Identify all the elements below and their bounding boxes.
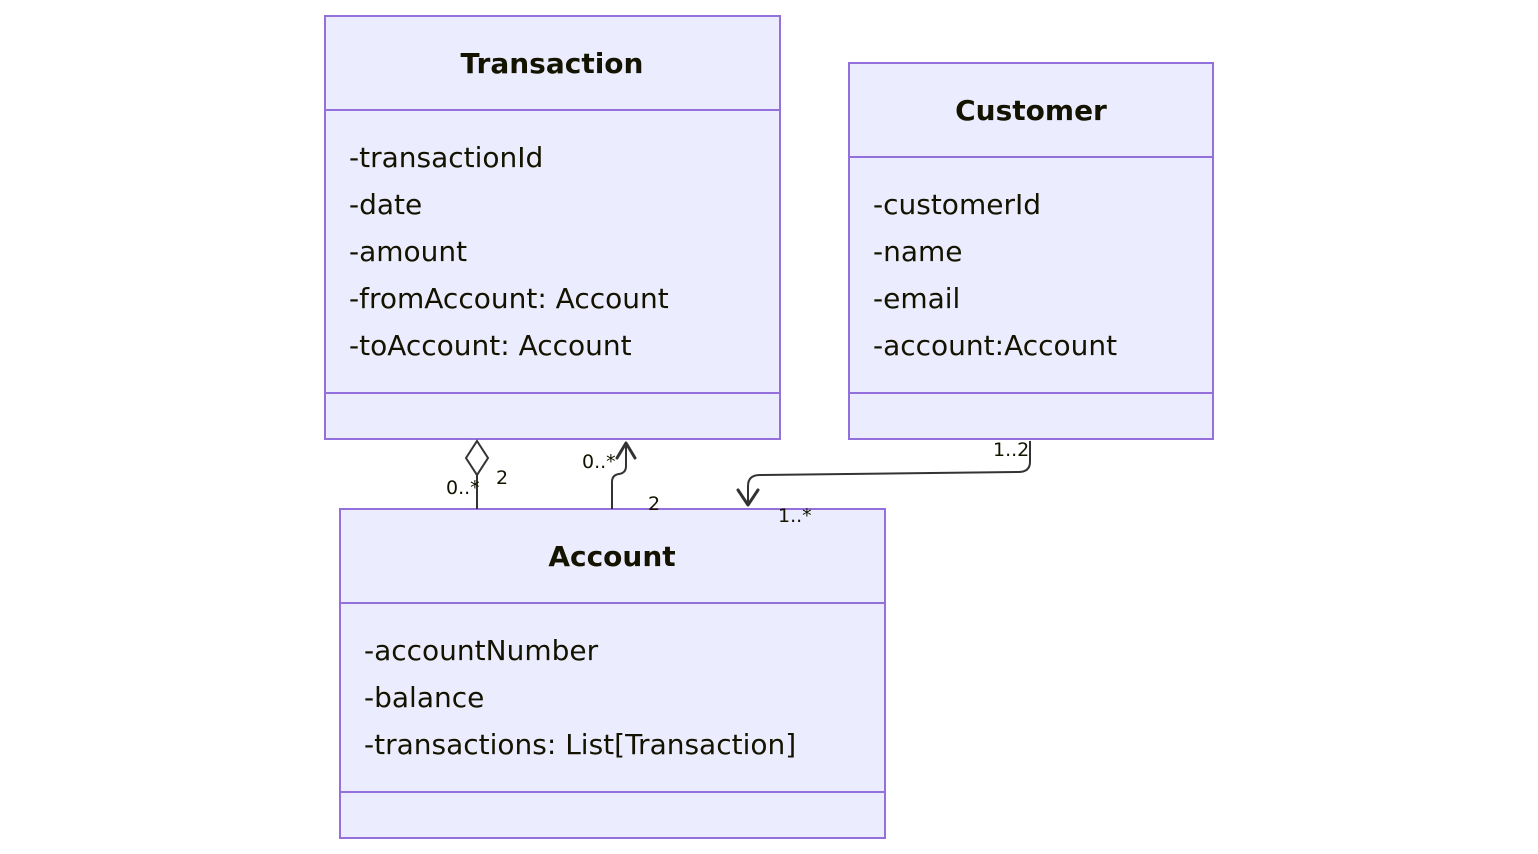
class-transaction[interactable]: Transaction -transactionId -date -amount… [324, 15, 781, 440]
class-transaction-attr-toaccount: -toAccount: Account [349, 329, 632, 362]
class-transaction-attr-fromaccount: -fromAccount: Account [349, 282, 669, 315]
association-line [747, 441, 1031, 505]
class-account-box [339, 508, 886, 839]
relation-aggregation-transaction-account[interactable]: 2 0..* [446, 439, 508, 509]
class-transaction-box [324, 15, 781, 440]
multiplicity-label: 1..2 [993, 439, 1029, 461]
class-transaction-name: Transaction [461, 47, 644, 80]
relation-association-account-transaction[interactable]: 0..* 2 [582, 441, 660, 515]
class-account-name: Account [548, 540, 675, 573]
class-account-attr-balance: -balance [364, 681, 484, 714]
class-account[interactable]: Account -accountNumber -balance -transac… [339, 508, 886, 839]
arrowhead-icon [736, 488, 760, 507]
class-transaction-attr-amount: -amount [349, 235, 467, 268]
class-account-attr-accountnumber: -accountNumber [364, 634, 599, 667]
class-customer-attr-email: -email [873, 282, 960, 315]
class-transaction-attr-date: -date [349, 188, 422, 221]
arrowhead-icon [615, 441, 637, 460]
multiplicity-label: 2 [648, 493, 660, 515]
class-account-attr-transactions: -transactions: List[Transaction] [364, 728, 796, 761]
relation-association-customer-account[interactable]: 1..2 1..* [736, 439, 1031, 527]
multiplicity-label: 2 [496, 467, 508, 489]
class-customer-box [848, 62, 1214, 440]
multiplicity-label: 1..* [778, 505, 812, 527]
multiplicity-label: 0..* [582, 451, 616, 473]
class-customer[interactable]: Customer -customerId -name -email -accou… [848, 62, 1214, 440]
class-customer-attr-customerid: -customerId [873, 188, 1041, 221]
class-transaction-attr-transactionid: -transactionId [349, 141, 543, 174]
multiplicity-label: 0..* [446, 477, 480, 499]
class-customer-attr-name: -name [873, 235, 963, 268]
class-customer-attr-account: -account:Account [873, 329, 1117, 362]
aggregation-diamond-icon [464, 439, 490, 477]
association-line [611, 443, 627, 509]
class-customer-name: Customer [955, 94, 1107, 127]
